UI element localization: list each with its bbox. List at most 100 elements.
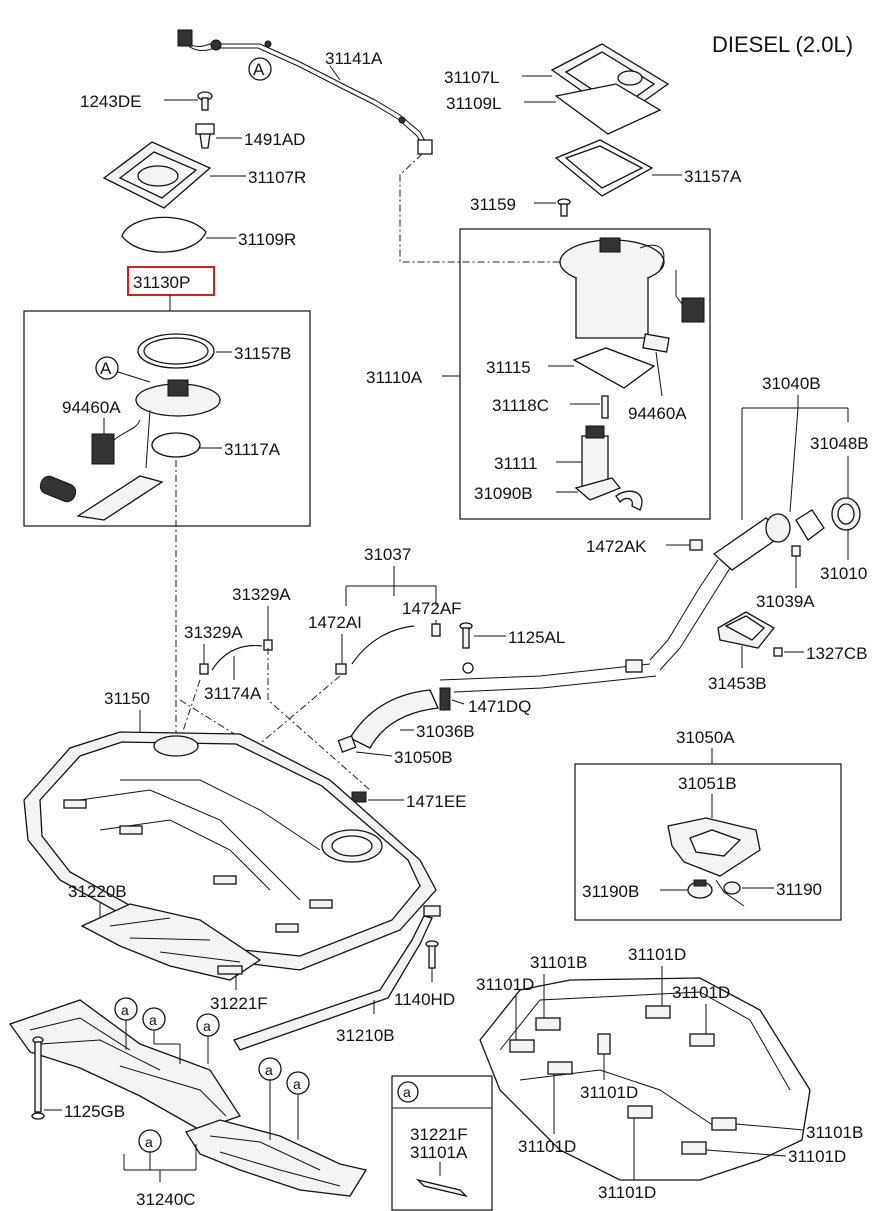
fuel-tank-31150 [23,731,437,971]
label-31174A: 31174A [204,684,262,703]
bolt-1125AL [459,622,473,649]
label-31240C: 31240C [136,1190,196,1209]
label-31101D-4: 31101D [580,1083,638,1102]
label-31037: 31037 [364,545,411,564]
label-31036B: 31036B [416,722,475,741]
canister-31051B [667,817,761,877]
bolt-31159 [557,198,571,217]
label-31329A-1: 31329A [232,585,291,604]
label-1125GB: 1125GB [64,1102,125,1121]
label-31051B: 31051B [678,774,737,793]
shield-31220B [80,903,262,981]
label-1472AF: 1472AF [402,599,462,618]
diagram-title: DIESEL (2.0L) [712,32,853,57]
legend-callout-a [397,1081,419,1103]
label-1471DQ: 1471DQ [468,697,531,716]
label-1472AI: 1472AI [308,613,362,632]
pad-2 [535,1017,561,1031]
filler-neck-31040B [649,509,825,671]
label-31040B: 31040B [762,374,821,393]
legend-box-a [391,1075,493,1211]
label-31190: 31190 [776,880,822,899]
pad-6 [689,1033,715,1047]
clip-1471EE [351,791,367,803]
shield-left-lower [8,999,241,1131]
fill-pipe [439,659,657,693]
label-1140HD: 1140HD [394,990,455,1009]
label-31159: 31159 [470,195,516,214]
label-31110A: 31110A [366,368,423,387]
callout-A-top-text: A [253,60,265,79]
gasket-31115 [572,347,656,389]
strap-31210B [233,905,441,1051]
sender-unit [39,379,221,521]
callout-a-6: a [145,1134,153,1150]
gasket-31157B [137,333,215,369]
pin-31118C [601,395,609,419]
sender-assembly-box [23,310,311,527]
canister-box-31050A [574,763,842,921]
label-31101D-5: 31101D [518,1137,576,1156]
bolt-1140HD [425,940,439,969]
label-1472AK: 1472AK [586,537,647,556]
label-31115: 31115 [486,358,531,377]
ring-31117A [151,432,201,458]
label-31220B: 31220B [68,882,127,901]
label-31109L: 31109L [446,94,501,113]
cap-31010 [831,497,861,531]
label-94460A-left: 94460A [62,398,121,417]
label-31157A: 31157A [684,167,742,186]
legend-callout-a-text: a [403,1084,411,1100]
label-31111: 31111 [494,454,538,473]
grommet-1491AD [195,123,215,149]
label-31048B: 31048B [810,434,869,453]
label-31107L: 31107L [444,68,499,87]
label-31141A: 31141A [325,49,383,68]
pump-module-box [459,228,711,520]
label-31190B: 31190B [582,882,639,901]
valve-31190B [687,879,713,899]
label-31130P: 31130P [133,273,190,292]
label-31109R: 31109R [238,230,296,249]
label-1491AD: 1491AD [244,130,305,149]
label-31101D-7: 31101D [788,1147,846,1166]
label-94460A-right: 94460A [628,404,687,423]
fuel-tank-lower-right [479,977,811,1181]
label-31117A: 31117A [224,440,281,459]
label-31329A-2: 31329A [184,623,243,642]
label-31101B-2: 31101B [806,1123,863,1142]
callout-a-2: a [149,1012,157,1028]
callout-A-left [95,356,119,380]
label-31101D-1: 31101D [476,975,534,994]
label-31118C: 31118C [492,396,549,415]
label-31453B: 31453B [708,674,767,693]
highlight-31130P [127,266,215,296]
label-1327CB: 1327CB [806,644,867,663]
gasket-31109L [554,83,662,135]
pad-7 [627,1105,653,1119]
shield-right-lower [185,1119,368,1197]
label-31101D-2: 31101D [628,945,686,964]
clip-1327CB [773,647,783,657]
clamp-31050B [337,735,357,753]
label-31107R: 31107R [248,168,306,187]
label-31090B: 31090B [474,484,533,503]
hose-31174A [199,639,273,675]
callout-a-5: a [293,1076,301,1092]
pad-4 [597,1033,611,1055]
label-31210B: 31210B [336,1026,395,1045]
label-31050A: 31050A [676,728,735,747]
valve-31190 [715,879,745,907]
pad-1 [509,1039,535,1053]
legend-pad [415,1178,469,1198]
label-31101D-3: 31101D [672,983,730,1002]
pad-8 [711,1117,737,1131]
label-31157B: 31157B [234,344,291,363]
gasket-31157A [554,139,654,197]
callouts-a-left [114,997,310,1182]
callout-a-4: a [265,1062,273,1078]
screw-31039A [791,545,801,557]
label-31150: 31150 [104,689,150,708]
callout-a-1: a [121,1002,129,1018]
